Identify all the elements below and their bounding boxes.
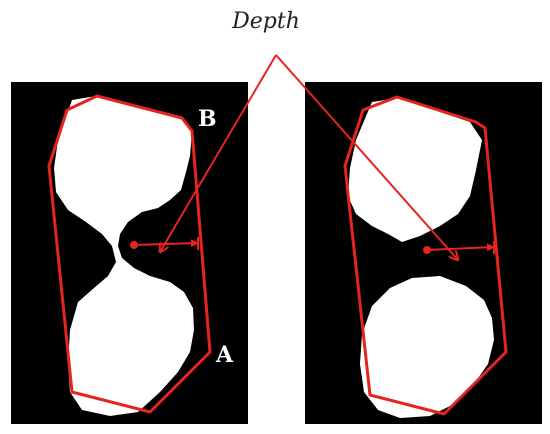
right-depth-measure-line — [426, 243, 495, 252]
point-label-b: B — [198, 106, 217, 132]
depth-label: Depth — [231, 9, 300, 34]
left-depth-pointer-line — [160, 54, 277, 252]
right-convex-hull-outline — [343, 95, 508, 416]
right-bottom-blob-shape — [360, 276, 494, 418]
left-defect-point-c — [130, 241, 138, 249]
right-depth-pointer-line — [275, 54, 458, 260]
right-top-blob-shape — [348, 98, 482, 242]
left-panel: B C A — [11, 54, 277, 424]
right-panel — [275, 54, 542, 424]
point-label-a: A — [215, 342, 234, 368]
point-label-c: C — [107, 212, 125, 238]
left-convex-hull-outline — [47, 94, 212, 414]
right-defect-point — [423, 246, 431, 254]
left-blob-shape — [54, 96, 194, 416]
